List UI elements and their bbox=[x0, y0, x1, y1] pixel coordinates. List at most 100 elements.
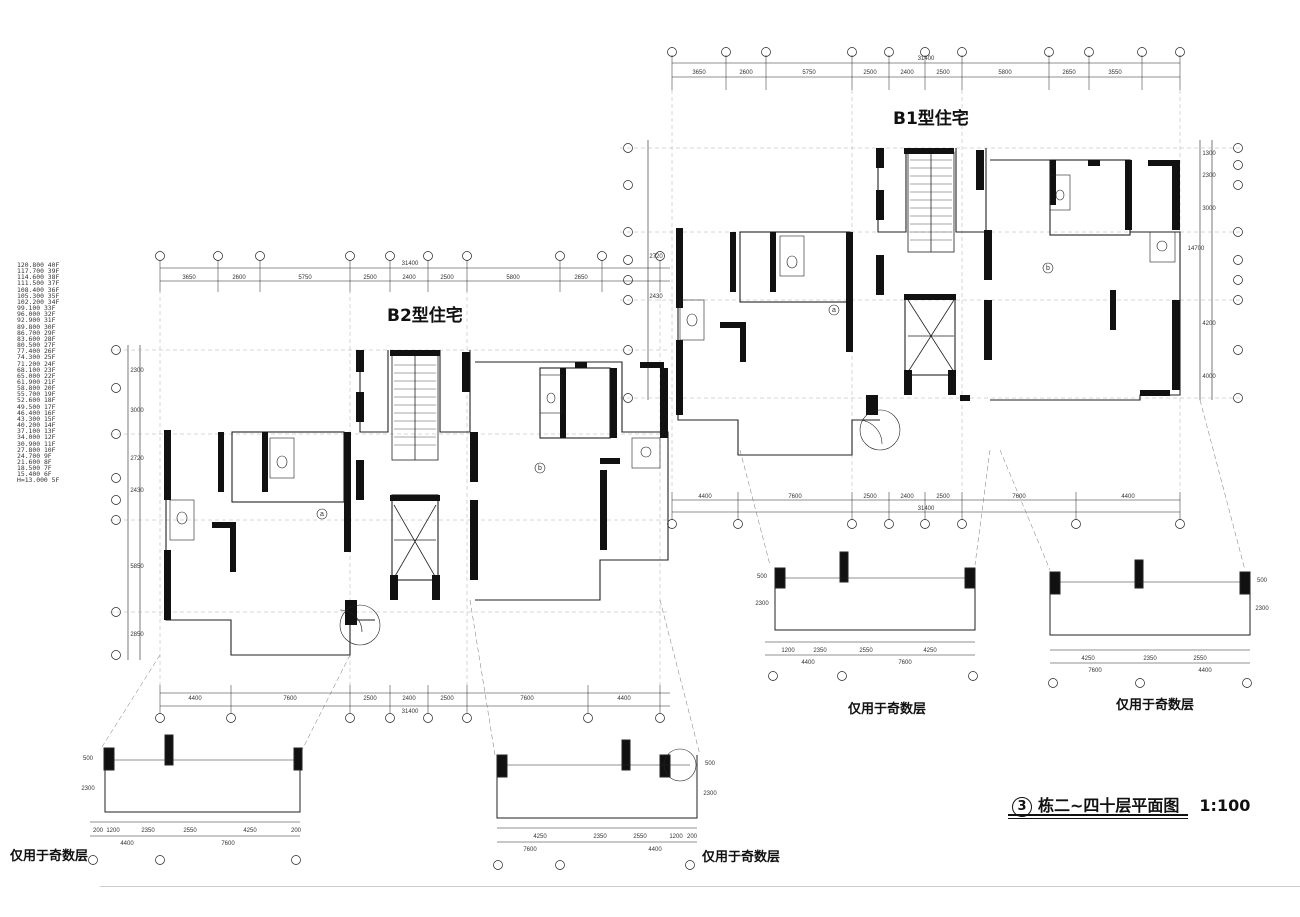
floor-elevation: 58.800 bbox=[17, 384, 41, 393]
svg-text:31400: 31400 bbox=[402, 709, 419, 715]
floor-elevation: 77.400 bbox=[17, 347, 41, 356]
floor-level-row: 52.600 18F bbox=[17, 397, 59, 403]
svg-text:31400: 31400 bbox=[918, 506, 935, 512]
odd-floor-note-1: 仅用于奇数层 bbox=[10, 849, 89, 864]
floor-elevation: 34.000 bbox=[17, 433, 41, 442]
svg-text:a: a bbox=[832, 307, 836, 314]
floor-level-row: 102.200 34F bbox=[17, 299, 59, 305]
floor-level-row: 111.500 37F bbox=[17, 280, 59, 286]
svg-text:5750: 5750 bbox=[802, 70, 816, 76]
b2-title: B2型住宅 bbox=[387, 306, 463, 326]
floor-elevation: 61.900 bbox=[17, 377, 41, 386]
svg-text:7600: 7600 bbox=[1012, 494, 1026, 500]
balcony-details bbox=[88, 399, 1252, 870]
svg-text:500: 500 bbox=[705, 761, 716, 767]
floor-elevation: 120.800 bbox=[17, 261, 44, 269]
svg-text:500: 500 bbox=[83, 756, 94, 762]
floor-elevation: 74.300 bbox=[17, 353, 41, 362]
floor-level-row: 68.100 23F bbox=[17, 365, 59, 374]
svg-text:3650: 3650 bbox=[692, 70, 706, 76]
floor-level-row: 61.900 21F bbox=[17, 379, 59, 385]
sheet-scale: 1:100 bbox=[1199, 796, 1251, 815]
floor-elevation: H=13.000 bbox=[17, 476, 48, 485]
floor-level-row: 15.400 6F bbox=[17, 471, 59, 477]
floor-level-row: 77.400 26F bbox=[17, 348, 59, 354]
svg-text:500: 500 bbox=[1257, 578, 1268, 584]
svg-text:3650: 3650 bbox=[182, 275, 196, 281]
floor-elevation: 71.200 bbox=[17, 359, 41, 368]
floor-code: 10F bbox=[43, 445, 56, 454]
floor-level-row: 74.300 25F bbox=[17, 354, 59, 360]
svg-text:14700: 14700 bbox=[1188, 246, 1205, 252]
floor-elevation: 96.000 bbox=[17, 310, 41, 319]
floor-level-row: 46.400 16F bbox=[17, 410, 59, 416]
svg-text:2500: 2500 bbox=[936, 70, 950, 76]
floor-code: 14F bbox=[43, 421, 56, 430]
svg-text:2720: 2720 bbox=[130, 456, 144, 462]
floor-elevation: 24.700 bbox=[17, 451, 41, 460]
svg-text:4400: 4400 bbox=[648, 847, 662, 853]
svg-text:4250: 4250 bbox=[533, 834, 547, 840]
svg-text:2430: 2430 bbox=[649, 294, 663, 300]
floor-elevation: 108.400 bbox=[17, 285, 44, 294]
svg-text:2500: 2500 bbox=[440, 696, 454, 702]
svg-text:7600: 7600 bbox=[898, 660, 912, 666]
floor-elevation: 15.400 bbox=[17, 470, 41, 479]
floor-code: 25F bbox=[43, 353, 56, 362]
b1-title: B1型住宅 bbox=[893, 109, 969, 129]
b2-total-dim: 31400 bbox=[402, 261, 419, 267]
floor-level-row: 120.800 40F bbox=[17, 262, 59, 268]
svg-text:2350: 2350 bbox=[593, 834, 607, 840]
odd-floor-note-4: 仅用于奇数层 bbox=[1116, 698, 1195, 713]
floor-level-row: 24.700 9F bbox=[17, 453, 59, 459]
floor-level-row: H=13.000 5F bbox=[17, 477, 59, 483]
svg-text:4250: 4250 bbox=[243, 828, 257, 834]
svg-text:200: 200 bbox=[291, 828, 302, 834]
floor-level-row: 89.800 30F bbox=[17, 322, 59, 331]
svg-text:2400: 2400 bbox=[402, 696, 416, 702]
svg-text:2500: 2500 bbox=[936, 494, 950, 500]
svg-text:2430: 2430 bbox=[130, 488, 144, 494]
floor-level-row: 49.500 17F bbox=[17, 402, 59, 411]
floor-code: 19F bbox=[43, 390, 56, 399]
svg-text:2300: 2300 bbox=[703, 791, 717, 797]
b1-total-dim: 31400 bbox=[918, 56, 935, 62]
svg-text:2300: 2300 bbox=[1202, 173, 1216, 179]
svg-text:2500: 2500 bbox=[863, 494, 877, 500]
floor-elevation: 89.800 bbox=[17, 322, 41, 331]
floor-elevation: 114.600 bbox=[17, 273, 44, 282]
svg-text:2500: 2500 bbox=[440, 275, 454, 281]
svg-text:4250: 4250 bbox=[1081, 656, 1095, 662]
svg-text:2300: 2300 bbox=[130, 368, 144, 374]
svg-text:2500: 2500 bbox=[863, 70, 877, 76]
floor-level-row: 83.600 28F bbox=[17, 336, 59, 342]
floor-elevation: 80.500 bbox=[17, 341, 41, 350]
svg-text:500: 500 bbox=[757, 574, 768, 580]
floor-code: 13F bbox=[43, 427, 56, 436]
svg-text:2350: 2350 bbox=[813, 648, 827, 654]
floor-level-row: 114.600 38F bbox=[17, 274, 59, 280]
svg-text:5800: 5800 bbox=[998, 70, 1012, 76]
floor-level-row: 18.500 7F bbox=[17, 465, 59, 471]
svg-text:200: 200 bbox=[687, 834, 698, 840]
floor-elevation: 49.500 bbox=[17, 402, 41, 411]
floor-code: 23F bbox=[43, 365, 56, 374]
svg-text:2400: 2400 bbox=[900, 494, 914, 500]
title-underline-thin bbox=[1008, 818, 1188, 819]
floor-code: 39F bbox=[47, 267, 60, 276]
floor-level-row: 117.700 39F bbox=[17, 268, 59, 274]
floor-code: 18F bbox=[43, 396, 56, 405]
dimension-text: 31400 3650 2600 5750 2500 2400 2500 5800… bbox=[81, 56, 1269, 853]
svg-text:4000: 4000 bbox=[1202, 374, 1216, 380]
floor-level-row: 37.100 13F bbox=[17, 428, 59, 434]
floor-elevation: 68.100 bbox=[17, 365, 41, 374]
floor-code: 40F bbox=[47, 261, 60, 269]
svg-text:4400: 4400 bbox=[120, 841, 134, 847]
b2-plan bbox=[110, 251, 670, 723]
floor-code: 5F bbox=[51, 476, 60, 485]
svg-text:2550: 2550 bbox=[859, 648, 873, 654]
svg-text:b: b bbox=[538, 465, 542, 472]
svg-text:7600: 7600 bbox=[221, 841, 235, 847]
floor-level-row: 96.000 32F bbox=[17, 311, 59, 317]
